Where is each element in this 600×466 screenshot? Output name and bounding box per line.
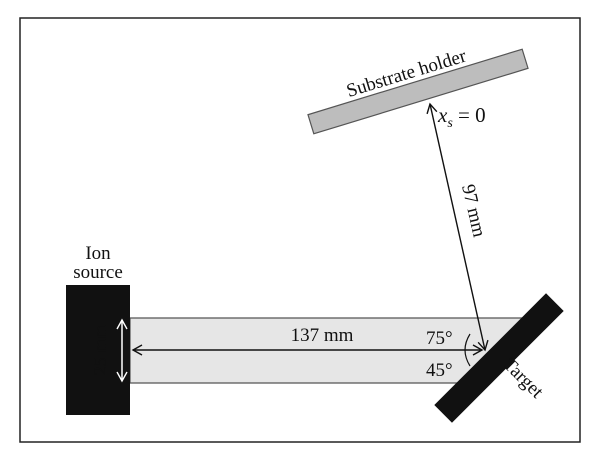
substrate-position-label: xs = 0 xyxy=(437,103,486,131)
ion-source-label-line1: Ion xyxy=(85,243,111,264)
xs-variable: x xyxy=(437,103,448,127)
source-target-distance-label: 137 mm xyxy=(291,325,354,346)
xs-value: = 0 xyxy=(453,103,486,127)
target-block xyxy=(434,293,564,423)
incidence-angle-label: 75° xyxy=(426,328,453,349)
xs-subscript: s xyxy=(447,116,453,131)
ion-source-label-line2: source xyxy=(73,262,123,283)
substrate-holder xyxy=(307,48,529,135)
target-substrate-distance-arrow xyxy=(426,102,489,352)
beam-width-label: 25 mm xyxy=(90,325,110,376)
target-angle-label: 45° xyxy=(426,360,453,381)
